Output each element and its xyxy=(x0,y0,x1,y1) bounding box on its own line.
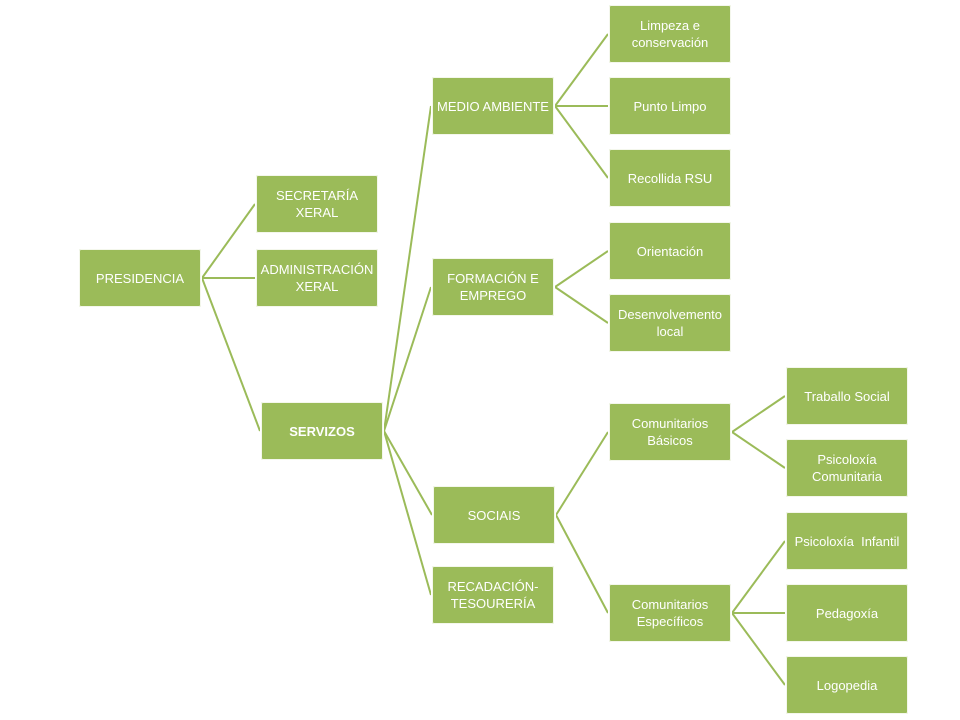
node-desenvolvemento-line1: Desenvolvemento xyxy=(617,307,723,322)
node-recadacion-line2: TESOURERÍA xyxy=(450,596,536,611)
connector-basicos-psicocom xyxy=(731,431,786,469)
node-servizos: SERVIZOS xyxy=(260,401,384,461)
node-logopedia-label: Logopedia xyxy=(816,677,878,693)
connector-especificos-psicoinf xyxy=(731,540,786,614)
node-recollida-rsu-label: Recollida RSU xyxy=(627,170,713,186)
node-basicos-line2: Básicos xyxy=(647,433,693,448)
connector-basicos-traballo xyxy=(731,395,786,433)
node-basicos-line1: Comunitarios xyxy=(631,416,709,431)
node-psicoloxia-infantil-label: Psicoloxía Infantil xyxy=(794,533,900,549)
node-sociais: SOCIAIS xyxy=(432,485,556,545)
node-psicoloxia-infantil: Psicoloxía Infantil xyxy=(785,511,909,571)
connector-servizos-sociais xyxy=(383,430,433,516)
node-orientacion: Orientación xyxy=(608,221,732,281)
node-administracion-line2: XERAL xyxy=(295,279,339,294)
node-traballo-social: Traballo Social xyxy=(785,366,909,426)
node-recollida-rsu: Recollida RSU xyxy=(608,148,732,208)
node-orientacion-label: Orientación xyxy=(636,243,704,259)
connector-formacion-orientacion xyxy=(554,250,609,288)
node-psicoloxia-comunitaria: Psicoloxía Comunitaria xyxy=(785,438,909,498)
connector-medio-recollida xyxy=(554,105,609,179)
node-pedagoxia: Pedagoxía xyxy=(785,583,909,643)
connector-especificos-logopedia xyxy=(731,612,786,686)
connector-servizos-formacion xyxy=(383,286,432,432)
connector-medio-limpeza xyxy=(554,33,609,107)
node-formacion-line2: EMPREGO xyxy=(459,288,527,303)
node-formacion-emprego: FORMACIÓN E EMPREGO xyxy=(431,257,555,317)
node-secretaria-xeral-label: SECRETARÍA XERAL xyxy=(275,188,359,220)
connector-presidencia-servizos xyxy=(201,277,261,432)
node-medio-ambiente-label: MEDIO AMBIENTE xyxy=(437,98,549,114)
node-servizos-label: SERVIZOS xyxy=(289,423,355,439)
node-pedagoxia-label: Pedagoxía xyxy=(815,605,879,621)
connector-sociais-basicos xyxy=(555,431,609,516)
node-presidencia-label: PRESIDENCIA xyxy=(95,270,185,286)
node-recadacion-line1: RECADACIÓN- xyxy=(447,579,539,594)
node-desenvolvemento-local: Desenvolvemento local xyxy=(608,293,732,353)
node-desenvolvemento-line2: local xyxy=(656,324,684,339)
connector-servizos-recadacion xyxy=(383,430,432,596)
connector-formacion-desenvolvemento xyxy=(554,286,609,324)
node-secretaria-xeral: SECRETARÍA XERAL xyxy=(255,174,379,234)
node-recadacion-tesoureria: RECADACIÓN- TESOURERÍA xyxy=(431,565,555,625)
node-limpeza-line2: conservación xyxy=(631,35,709,50)
node-comunitarios-basicos: Comunitarios Básicos xyxy=(608,402,732,462)
connector-presidencia-secretaria xyxy=(201,203,256,279)
connector-sociais-especificos xyxy=(555,514,609,614)
node-especificos-line1: Comunitarios xyxy=(631,597,709,612)
node-limpeza-conservacion: Limpeza e conservación xyxy=(608,4,732,64)
node-comunitarios-especificos: Comunitarios Específicos xyxy=(608,583,732,643)
node-formacion-line1: FORMACIÓN E xyxy=(447,271,539,286)
node-punto-limpo: Punto Limpo xyxy=(608,76,732,136)
connector-servizos-medio xyxy=(383,105,432,432)
node-sociais-label: SOCIAIS xyxy=(467,507,521,523)
node-especificos-line2: Específicos xyxy=(636,614,704,629)
node-limpeza-line1: Limpeza e xyxy=(640,18,700,33)
node-presidencia: PRESIDENCIA xyxy=(78,248,202,308)
node-medio-ambiente: MEDIO AMBIENTE xyxy=(431,76,555,136)
node-administracion-xeral: ADMINISTRACIÓN XERAL xyxy=(255,248,379,308)
node-administracion-line1: ADMINISTRACIÓN xyxy=(260,262,374,277)
node-punto-limpo-label: Punto Limpo xyxy=(633,98,707,114)
node-psicocom-line2: Comunitaria xyxy=(811,469,883,484)
node-traballo-social-label: Traballo Social xyxy=(804,388,890,404)
node-logopedia: Logopedia xyxy=(785,655,909,715)
node-psicocom-line1: Psicoloxía xyxy=(817,452,877,467)
